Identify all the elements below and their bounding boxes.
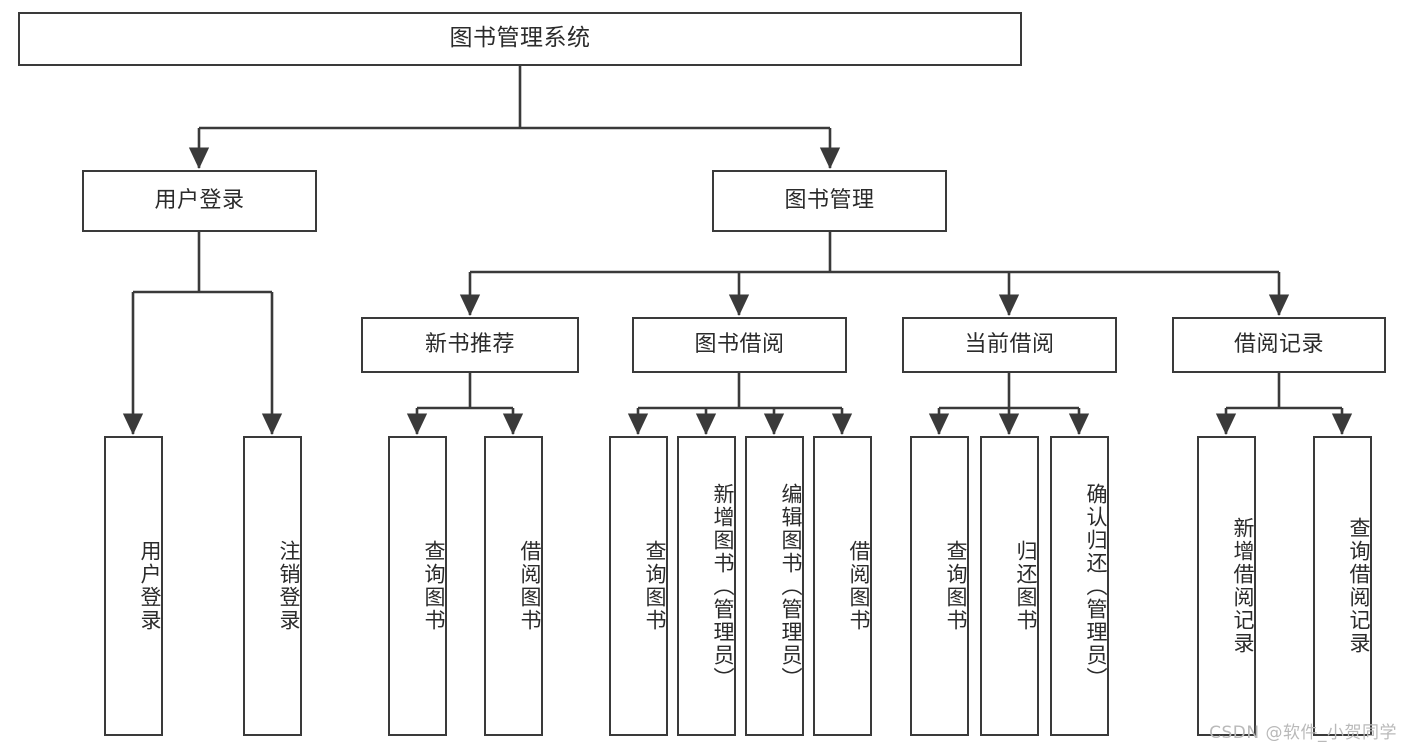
leaf-edit-book-admin[interactable]: 编辑图书（管理员） bbox=[745, 436, 804, 736]
node-label: 用户登录 bbox=[138, 540, 162, 632]
node-label: 查询图书 bbox=[422, 540, 446, 632]
node-label: 用户登录 bbox=[154, 187, 245, 213]
node-label: 借阅图书 bbox=[518, 540, 542, 632]
leaf-query-book-current[interactable]: 查询图书 bbox=[910, 436, 969, 736]
node-label: 图书管理 bbox=[784, 187, 875, 213]
node-label: 查询图书 bbox=[643, 540, 667, 632]
leaf-user-login[interactable]: 用户登录 bbox=[104, 436, 163, 736]
leaf-confirm-return-admin[interactable]: 确认归还（管理员） bbox=[1050, 436, 1109, 736]
node-label: 确认归还（管理员） bbox=[1084, 482, 1108, 690]
node-new-book-recommend[interactable]: 新书推荐 bbox=[361, 317, 579, 373]
leaf-add-borrow-record[interactable]: 新增借阅记录 bbox=[1197, 436, 1256, 736]
leaf-borrow-book[interactable]: 借阅图书 bbox=[813, 436, 872, 736]
leaf-return-book[interactable]: 归还图书 bbox=[980, 436, 1039, 736]
node-user-login[interactable]: 用户登录 bbox=[82, 170, 317, 232]
node-label: 查询借阅记录 bbox=[1347, 517, 1371, 655]
node-label: 注销登录 bbox=[277, 540, 301, 632]
node-label: 新增借阅记录 bbox=[1231, 517, 1255, 655]
node-label: 图书借阅 bbox=[694, 331, 785, 357]
node-label: 借阅记录 bbox=[1233, 331, 1324, 357]
leaf-borrow-book-rec[interactable]: 借阅图书 bbox=[484, 436, 543, 736]
leaf-add-book-admin[interactable]: 新增图书（管理员） bbox=[677, 436, 736, 736]
leaf-query-borrow-record[interactable]: 查询借阅记录 bbox=[1313, 436, 1372, 736]
node-book-management[interactable]: 图书管理 bbox=[712, 170, 947, 232]
leaf-logout[interactable]: 注销登录 bbox=[243, 436, 302, 736]
node-label: 当前借阅 bbox=[964, 331, 1055, 357]
node-label: 查询图书 bbox=[944, 540, 968, 632]
node-label: 编辑图书（管理员） bbox=[779, 482, 803, 690]
node-label: 新书推荐 bbox=[424, 331, 515, 357]
node-borrow-record[interactable]: 借阅记录 bbox=[1172, 317, 1386, 373]
node-root-system[interactable]: 图书管理系统 bbox=[18, 12, 1022, 66]
node-label: 图书管理系统 bbox=[449, 25, 591, 52]
node-label: 新增图书（管理员） bbox=[711, 482, 735, 690]
node-label: 归还图书 bbox=[1014, 540, 1038, 632]
leaf-query-book-rec[interactable]: 查询图书 bbox=[388, 436, 447, 736]
node-current-borrow[interactable]: 当前借阅 bbox=[902, 317, 1117, 373]
watermark: CSDN @软件_小贺同学 bbox=[1209, 723, 1397, 743]
leaf-query-book-borrow[interactable]: 查询图书 bbox=[609, 436, 668, 736]
node-book-borrow[interactable]: 图书借阅 bbox=[632, 317, 847, 373]
node-label: 借阅图书 bbox=[847, 540, 871, 632]
